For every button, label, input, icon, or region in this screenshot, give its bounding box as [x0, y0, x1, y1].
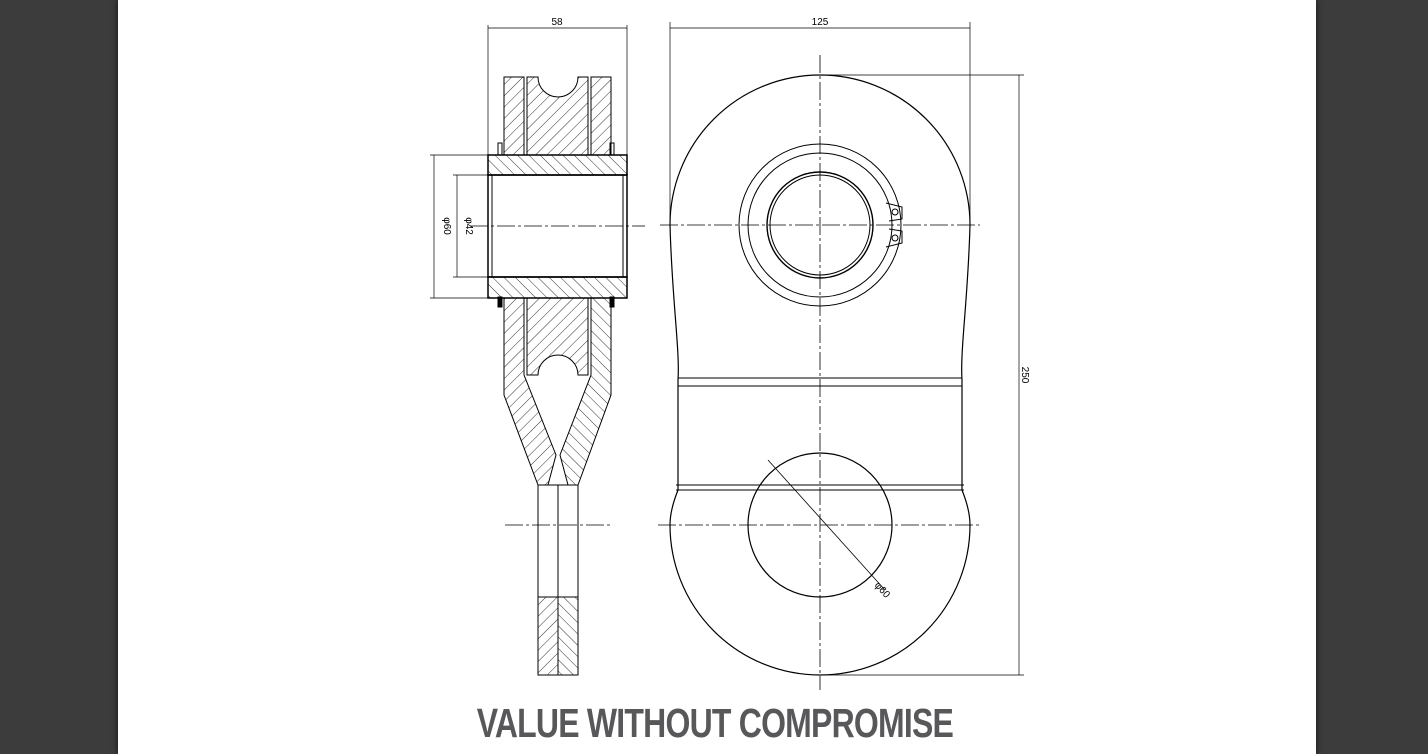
- front-view: [658, 22, 1024, 690]
- dimension-body-width: 125: [812, 17, 829, 28]
- document-page: [118, 0, 1316, 754]
- dimension-side-width: 58: [551, 17, 563, 28]
- dimension-outer-diameter: φ60: [441, 217, 452, 235]
- side-section-view: [430, 25, 645, 676]
- dimension-hole-diameter: φ60: [872, 580, 892, 601]
- dimension-inner-diameter: φ42: [463, 217, 474, 235]
- tagline: VALUE WITHOUT COMPROMISE: [476, 700, 954, 746]
- dimension-body-height: 250: [1019, 367, 1030, 384]
